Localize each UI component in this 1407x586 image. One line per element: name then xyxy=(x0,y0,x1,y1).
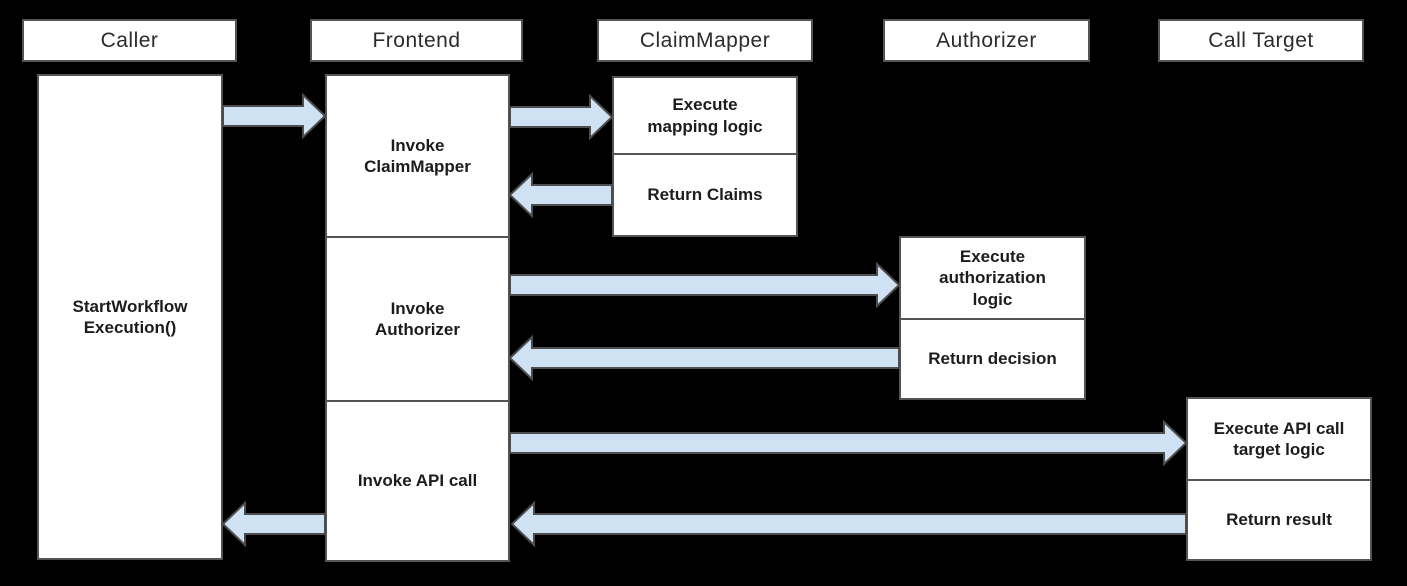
calltarget-segment-return-result: Return result xyxy=(1186,479,1372,561)
frontend-segment-invoke-claimmapper: Invoke ClaimMapper xyxy=(325,74,510,238)
lifeline-label: ClaimMapper xyxy=(639,28,771,52)
lifeline-label: Frontend xyxy=(372,28,461,52)
lifeline-header-authorizer: Authorizer xyxy=(883,19,1090,62)
segment-label: Execute API call target logic xyxy=(1213,418,1345,459)
segment-label: Invoke ClaimMapper xyxy=(364,135,471,176)
lifeline-header-claimmapper: ClaimMapper xyxy=(597,19,813,62)
frontend-to-authorizer-arrow xyxy=(509,261,901,309)
segment-label: Return decision xyxy=(928,349,1057,369)
claimmapper-segment-return-claims: Return Claims xyxy=(612,153,798,237)
caller-to-frontend-arrow xyxy=(222,92,327,140)
segment-label: Execute authorization logic xyxy=(939,247,1046,309)
caller-activation-box: StartWorkflow Execution() xyxy=(37,74,223,560)
lifeline-header-calltarget: Call Target xyxy=(1158,19,1364,62)
frontend-segment-invoke-authorizer: Invoke Authorizer xyxy=(325,236,510,402)
frontend-to-claimmapper-arrow xyxy=(509,93,614,141)
segment-label: Return Claims xyxy=(647,185,763,205)
authorizer-segment-return-decision: Return decision xyxy=(899,318,1086,400)
frontend-return-to-caller-arrow xyxy=(221,500,326,548)
authorizer-segment-execute-authorization-logic: Execute authorization logic xyxy=(899,236,1086,320)
segment-label: Execute mapping logic xyxy=(647,95,763,136)
segment-label: Invoke API call xyxy=(357,471,478,491)
claimmapper-segment-execute-mapping-logic: Execute mapping logic xyxy=(612,76,798,155)
segment-label: Invoke Authorizer xyxy=(375,298,460,339)
lifeline-label: Authorizer xyxy=(936,28,1037,52)
authorizer-return-to-frontend-arrow xyxy=(508,334,900,382)
caller-activation-label: StartWorkflow Execution() xyxy=(72,296,188,337)
lifeline-header-caller: Caller xyxy=(22,19,237,62)
claimmapper-return-to-frontend-arrow xyxy=(508,171,613,219)
frontend-segment-invoke-api-call: Invoke API call xyxy=(325,400,510,562)
lifeline-label: Call Target xyxy=(1208,28,1314,52)
calltarget-return-to-frontend-arrow xyxy=(510,500,1187,548)
lifeline-label: Caller xyxy=(100,28,159,52)
lifeline-header-frontend: Frontend xyxy=(310,19,523,62)
calltarget-segment-execute-api-call-target-logic: Execute API call target logic xyxy=(1186,397,1372,481)
frontend-to-calltarget-arrow xyxy=(509,419,1188,467)
segment-label: Return result xyxy=(1226,510,1332,530)
